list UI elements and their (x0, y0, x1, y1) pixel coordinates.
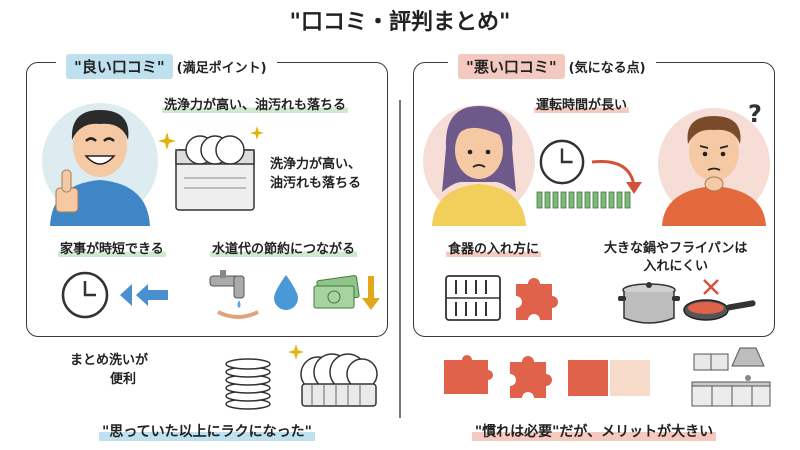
thumbs-up-icon (55, 169, 79, 213)
puzzle-block-icon (568, 360, 608, 396)
dish-rack-icon (300, 353, 378, 407)
good-point-water: 水道代の節約につながる (210, 242, 358, 257)
good-summary: "思っていた以上にラクになった" (26, 418, 388, 444)
cross-icon (703, 279, 719, 295)
clock-icon (61, 271, 109, 319)
sparkle-icon (158, 132, 176, 150)
happy-man-illustration (42, 103, 158, 226)
sparkle-icon (250, 126, 264, 140)
money-icon (313, 275, 360, 309)
long-time-arrow-icon (591, 160, 642, 194)
water-drop-icon (274, 275, 298, 310)
page-title: "口コミ・評判まとめ" (0, 4, 800, 36)
puzzle-icon (516, 278, 558, 320)
progress-bars-icon (536, 191, 631, 209)
kitchen-icon (691, 347, 771, 407)
pot-icon (618, 282, 680, 324)
good-point-cleaning-repeat: 洗浄力が高い、 油汚れも落ちる (270, 157, 362, 191)
bad-point-runtime: 運転時間が長い (534, 98, 630, 113)
good-point-cleaning: 洗浄力が高い、油汚れも落ちる (162, 98, 349, 113)
puzzle-block-icon (610, 360, 650, 396)
bad-reviews-heading: "悪い口コミ" (458, 53, 565, 79)
dish-rack-icon (445, 275, 501, 321)
worried-woman-illustration (423, 105, 535, 226)
good-reviews-heading: "良い口コミ" (66, 53, 173, 79)
bad-reviews-tag: "悪い口コミ" (気になる点) (448, 52, 656, 80)
dish-stack-icon (225, 358, 271, 410)
sparkle-icon (288, 344, 304, 360)
bad-reviews-note: (気になる点) (568, 60, 646, 76)
bad-point-large-items: 大きな鍋やフライパンは 入れにくい (604, 241, 748, 275)
faucet-icon (209, 270, 259, 319)
bad-point-loading: 食器の入れ方に (446, 242, 542, 257)
dishwasher-icon (175, 135, 255, 211)
down-arrow-icon (362, 276, 380, 310)
puzzle-icon (510, 356, 552, 398)
good-point-time: 家事が時短できる (58, 242, 166, 257)
rewind-arrows-icon (120, 284, 168, 306)
puzzle-icon (444, 355, 493, 394)
good-point-batch-washing: まとめ洗いが 便利 (70, 353, 149, 387)
puzzled-man-illustration: ? (658, 100, 770, 226)
center-divider (399, 100, 401, 418)
bad-summary: "慣れは必要"だが、メリットが大きい (413, 418, 775, 444)
question-mark-icon: ? (748, 100, 762, 128)
clock-icon (539, 139, 585, 185)
good-reviews-tag: "良い口コミ" (満足ポイント) (56, 52, 277, 80)
good-reviews-note: (満足ポイント) (176, 60, 267, 76)
frying-pan-icon (683, 299, 756, 321)
